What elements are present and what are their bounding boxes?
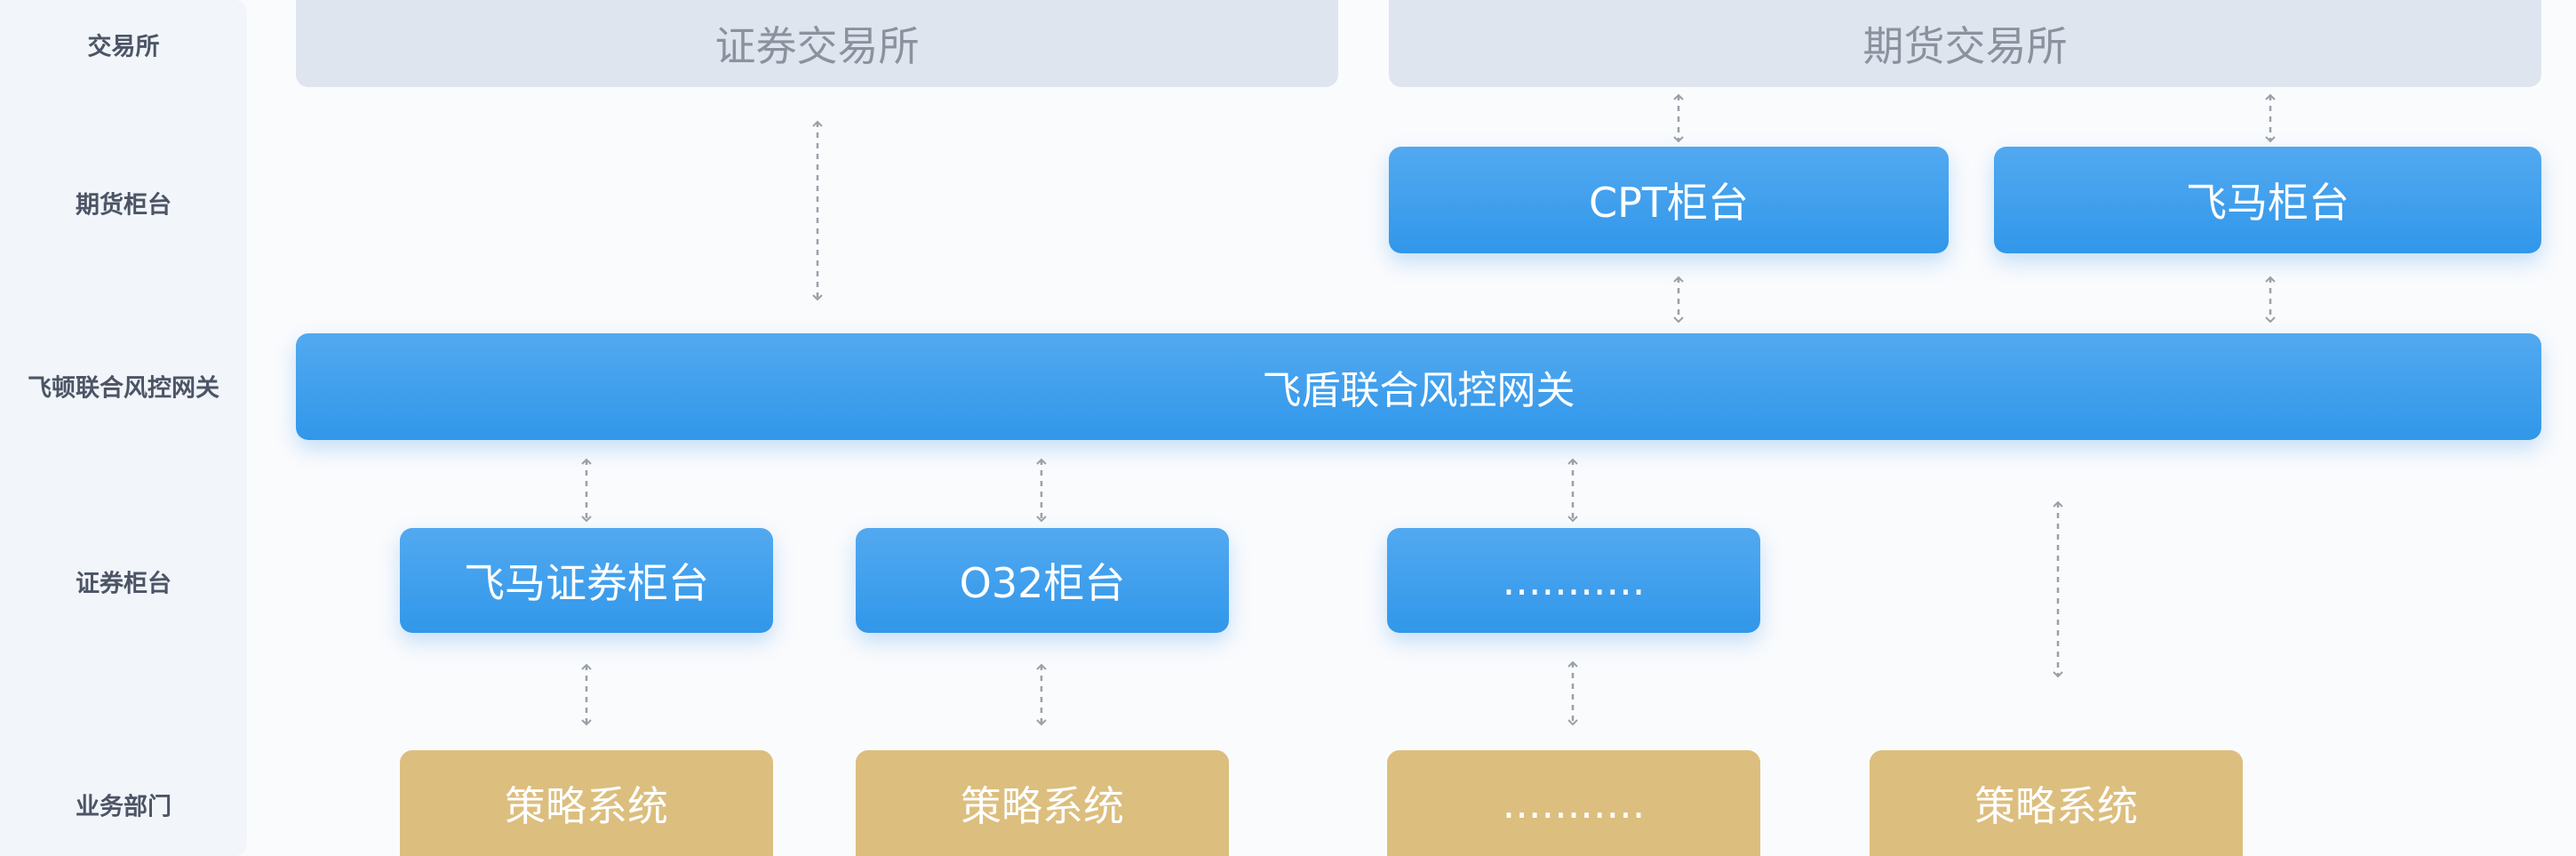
- row-label-gateway: 飞顿联合风控网关: [28, 374, 219, 403]
- other-securities-counter-box: ...........: [1387, 528, 1760, 633]
- risk-control-gateway-box: 飞盾联合风控网关: [296, 333, 2541, 440]
- o32-counter-box: O32柜台: [856, 528, 1229, 633]
- row-label-sidebar: 交易所 期货柜台 飞顿联合风控网关 证券柜台 业务部门: [0, 0, 247, 856]
- cpt-counter-box: CPT柜台: [1389, 147, 1949, 253]
- futures-exchange-box: 期货交易所: [1389, 0, 2541, 87]
- strategy-system-box-2: 策略系统: [856, 750, 1229, 856]
- feima-securities-counter-box: 飞马证券柜台: [400, 528, 773, 633]
- row-label-exchange: 交易所: [87, 33, 160, 61]
- other-business-box: ...........: [1387, 750, 1760, 856]
- row-label-business-dept: 业务部门: [76, 793, 171, 821]
- strategy-system-box-3: 策略系统: [1870, 750, 2243, 856]
- row-label-securities-counter: 证券柜台: [76, 570, 171, 598]
- feima-futures-counter-box: 飞马柜台: [1994, 147, 2541, 253]
- securities-exchange-box: 证券交易所: [296, 0, 1338, 87]
- row-label-futures-counter: 期货柜台: [76, 191, 171, 220]
- strategy-system-box-1: 策略系统: [400, 750, 773, 856]
